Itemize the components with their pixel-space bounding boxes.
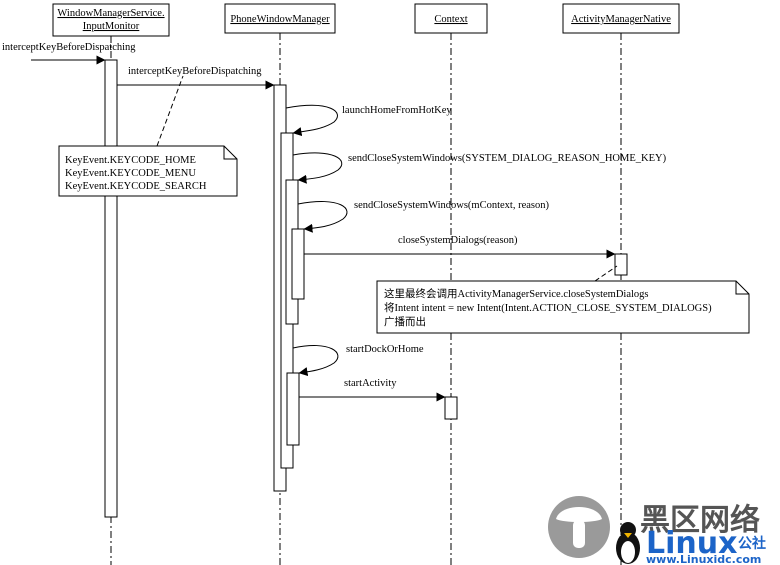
activation-bar [614, 253, 628, 276]
message-send-close-system-windows-reason: sendCloseSystemWindows(SYSTEM_DIALOG_REA… [292, 152, 667, 184]
participant-label: InputMonitor [83, 21, 140, 32]
activation-bar [286, 372, 300, 446]
watermark-brand-en: Linux [646, 526, 737, 561]
participant-label: ActivityManagerNative [571, 14, 671, 25]
message-label: interceptKeyBeforeDispatching [2, 42, 136, 53]
participant-context: Context [414, 3, 488, 34]
message-label: launchHomeFromHotKey [342, 105, 452, 116]
message-label: interceptKeyBeforeDispatching [128, 66, 262, 77]
note-line: 这里最终会调用ActivityManagerService.closeSyste… [384, 287, 649, 300]
note-line: KeyEvent.KEYCODE_SEARCH [65, 181, 207, 192]
activation-bar [444, 396, 458, 420]
message-launch-home-from-hotkey: launchHomeFromHotKey [285, 104, 452, 137]
participant-label: PhoneWindowManager [230, 14, 330, 25]
message-close-system-dialogs: closeSystemDialogs(reason) [304, 235, 616, 259]
participant-activity-manager-native: ActivityManagerNative [562, 3, 680, 34]
note-line: 广播而出 [384, 315, 426, 328]
participant-label: Context [434, 14, 467, 25]
message-intercept-key-incoming: interceptKeyBeforeDispatching [2, 42, 136, 65]
note-line: KeyEvent.KEYCODE_MENU [65, 168, 196, 179]
watermark-logo-icon [548, 496, 640, 564]
message-label: sendCloseSystemWindows(mContext, reason) [354, 200, 549, 211]
note-keycodes: KeyEvent.KEYCODE_HOME KeyEvent.KEYCODE_M… [58, 75, 238, 197]
note-broadcast: 这里最终会调用ActivityManagerService.closeSyste… [376, 265, 750, 334]
note-line: KeyEvent.KEYCODE_HOME [65, 155, 196, 166]
message-label: sendCloseSystemWindows(SYSTEM_DIALOG_REA… [348, 153, 667, 164]
activation-bar [104, 59, 118, 518]
participant-phone-window-manager: PhoneWindowManager [224, 3, 336, 34]
participant-label: WindowManagerService. [57, 8, 164, 19]
message-label: closeSystemDialogs(reason) [398, 235, 518, 246]
watermark-brand-cn: 黑区网络 [640, 503, 760, 538]
message-start-dock-or-home: startDockOrHome [292, 344, 424, 377]
watermark: 黑区网络 Linux 公社 www.Linuxidc.com [548, 496, 766, 565]
message-start-activity: startActivity [299, 378, 446, 402]
participant-window-manager-service: WindowManagerService. InputMonitor [52, 3, 170, 37]
message-label: startDockOrHome [346, 344, 424, 355]
activation-bar [291, 228, 305, 300]
activations [104, 59, 628, 518]
watermark-brand-cn-small: 公社 [738, 535, 766, 552]
note-line: 将Intent intent = new Intent(Intent.ACTIO… [384, 302, 712, 314]
message-label: startActivity [344, 378, 397, 389]
watermark-site: www.Linuxidc.com [646, 553, 761, 565]
message-intercept-key-to-pwm: interceptKeyBeforeDispatching [117, 66, 275, 90]
message-send-close-system-windows-context: sendCloseSystemWindows(mContext, reason) [297, 200, 549, 233]
